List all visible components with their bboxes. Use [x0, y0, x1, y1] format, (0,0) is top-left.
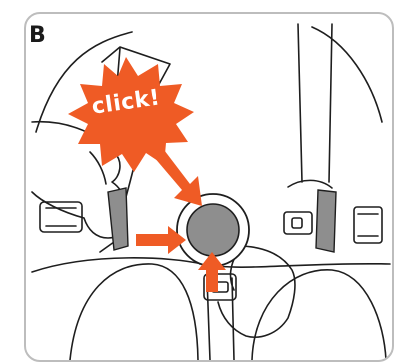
- up-arrow-icon: [198, 252, 226, 292]
- right-harness-strap: [297, 23, 333, 183]
- right-adjuster: [353, 206, 383, 244]
- right-tongue: [283, 211, 313, 235]
- buckle-button: [186, 203, 240, 257]
- left-leg: [69, 263, 199, 360]
- right-arrow-icon: [136, 226, 186, 254]
- left-adjuster: [39, 201, 83, 233]
- right-strap-plate: [315, 189, 337, 253]
- click-starburst: [68, 57, 194, 172]
- seat-shell-right: [311, 26, 383, 123]
- right-strap-loop: [287, 179, 333, 189]
- illustration-frame: [24, 12, 394, 362]
- right-leg: [251, 269, 387, 360]
- crotch-loop: [203, 273, 237, 301]
- step-label: B: [29, 23, 46, 48]
- left-strap-plate: [107, 187, 129, 251]
- diagonal-arrow-icon: [148, 142, 202, 206]
- car-seat-buckle-illustration: [31, 23, 391, 360]
- seat-shell-left: [35, 31, 133, 133]
